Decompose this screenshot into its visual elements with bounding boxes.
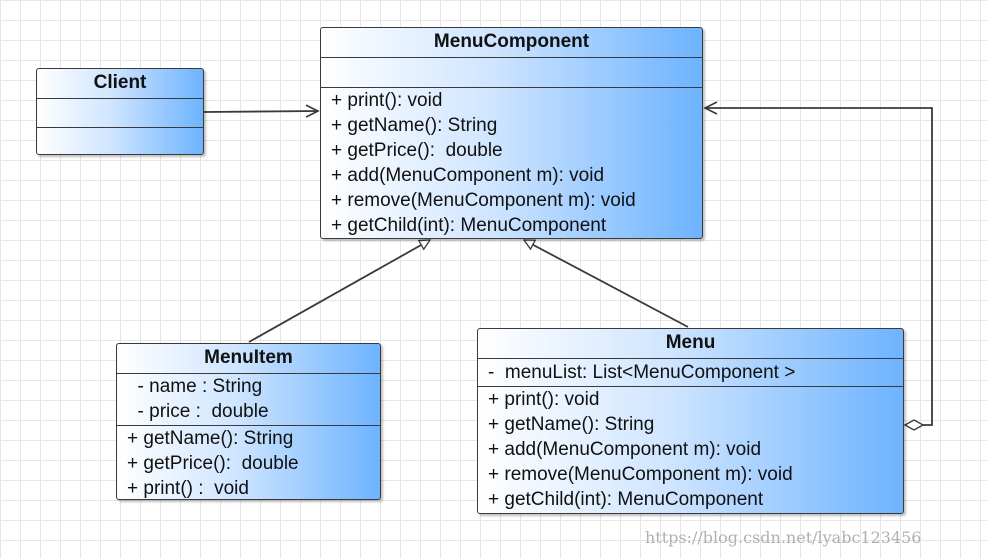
methods-section: + print(): void + getName(): String + ge… bbox=[321, 88, 702, 238]
watermark: https://blog.csdn.net/lyabc123456 bbox=[645, 528, 922, 547]
method: + remove(MenuComponent m): void bbox=[331, 190, 636, 211]
generalization-menuitem bbox=[248, 239, 430, 343]
class-menu[interactable]: Menu - menuList: List<MenuComponent > + … bbox=[477, 328, 904, 514]
methods-section: + getName(): String + getPrice(): double… bbox=[117, 426, 380, 499]
method: + remove(MenuComponent m): void bbox=[488, 464, 793, 485]
generalization-menu bbox=[524, 239, 689, 328]
method: + getChild(int): MenuComponent bbox=[488, 489, 764, 510]
attributes-section: - name : String - price : double bbox=[117, 374, 380, 426]
attribute: - price : double bbox=[127, 401, 269, 422]
association-client-menucomponent bbox=[203, 104, 320, 118]
methods-section bbox=[37, 128, 203, 154]
method: + getChild(int): MenuComponent bbox=[331, 215, 607, 236]
methods-section: + print(): void + getName(): String + ad… bbox=[478, 387, 903, 512]
class-name: MenuItem bbox=[117, 344, 380, 374]
attributes-section: - menuList: List<MenuComponent > bbox=[478, 359, 903, 387]
class-menucomponent[interactable]: MenuComponent + print(): void + getName(… bbox=[320, 27, 703, 239]
attribute: - menuList: List<MenuComponent > bbox=[488, 362, 796, 383]
method: + print() : void bbox=[127, 478, 249, 499]
attributes-section bbox=[321, 58, 702, 88]
method: + print(): void bbox=[331, 90, 443, 111]
method: + add(MenuComponent m): void bbox=[488, 439, 762, 460]
attribute: - name : String bbox=[127, 376, 263, 397]
class-client[interactable]: Client bbox=[36, 68, 204, 155]
attributes-section bbox=[37, 99, 203, 128]
class-name: MenuComponent bbox=[321, 28, 702, 58]
method: + getName(): String bbox=[331, 115, 498, 136]
class-menuitem[interactable]: MenuItem - name : String - price : doubl… bbox=[116, 343, 381, 500]
method: + getPrice(): double bbox=[127, 453, 299, 474]
method: + getPrice(): double bbox=[331, 140, 503, 161]
aggregation-menu-menucomponent bbox=[705, 108, 933, 425]
class-name: Client bbox=[37, 69, 203, 99]
method: + print(): void bbox=[488, 389, 600, 410]
class-name: Menu bbox=[478, 329, 903, 359]
method: + getName(): String bbox=[127, 428, 294, 449]
method: + add(MenuComponent m): void bbox=[331, 165, 605, 186]
method: + getName(): String bbox=[488, 414, 655, 435]
